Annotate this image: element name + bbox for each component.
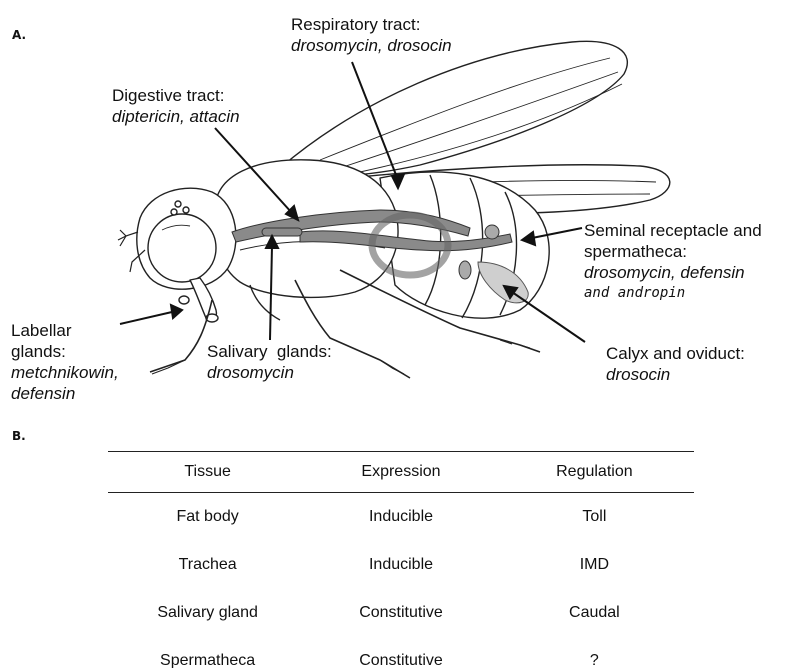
table-row: Trachea Inducible IMD: [108, 541, 694, 589]
cell-tissue: Trachea: [108, 541, 307, 589]
seminal-receptacle-extra-genes: and andropin: [584, 283, 762, 304]
annotation-calyx-oviduct: Calyx and oviduct: drosocin: [606, 343, 745, 385]
annotation-seminal-receptacle: Seminal receptacle and spermatheca: dros…: [584, 220, 762, 304]
calyx-oviduct-genes: drosocin: [606, 364, 745, 385]
cell-tissue: Fat body: [108, 493, 307, 542]
spermatheca-label: spermatheca:: [584, 241, 762, 262]
respiratory-tract-label: Respiratory tract:: [291, 14, 452, 35]
labellar-glands-genes-2: defensin: [11, 383, 119, 404]
labellar-glands-label: Labellar: [11, 320, 119, 341]
labellar-glands-label-2: glands:: [11, 341, 119, 362]
seminal-receptacle-genes: drosomycin, defensin: [584, 262, 762, 283]
upper-wing: [280, 41, 627, 176]
cell-regulation: Toll: [495, 493, 694, 542]
header-regulation: Regulation: [495, 452, 694, 493]
compound-eye: [148, 214, 216, 282]
cell-expression: Inducible: [307, 493, 495, 542]
header-expression: Expression: [307, 452, 495, 493]
table-header-row: Tissue Expression Regulation: [108, 452, 694, 493]
cell-regulation: Caudal: [495, 589, 694, 637]
table-row: Fat body Inducible Toll: [108, 493, 694, 542]
cell-tissue: Spermatheca: [108, 637, 307, 668]
calyx-oviduct-label: Calyx and oviduct:: [606, 343, 745, 364]
annotation-respiratory-tract: Respiratory tract: drosomycin, drosocin: [291, 14, 452, 56]
digestive-tract-label: Digestive tract:: [112, 85, 240, 106]
cell-expression: Inducible: [307, 541, 495, 589]
salivary-glands-label: Salivary glands:: [207, 341, 332, 362]
labellar-glands-genes: metchnikowin,: [11, 362, 119, 383]
annotation-labellar-glands: Labellar glands: metchnikowin, defensin: [11, 320, 119, 404]
table-row: Spermatheca Constitutive ?: [108, 637, 694, 668]
digestive-tract-genes: diptericin, attacin: [112, 106, 240, 127]
respiratory-tract-genes: drosomycin, drosocin: [291, 35, 452, 56]
cell-regulation: IMD: [495, 541, 694, 589]
cell-expression: Constitutive: [307, 637, 495, 668]
panel-b-label: B.: [12, 429, 26, 443]
seminal-receptacle-label: Seminal receptacle and: [584, 220, 762, 241]
annotation-digestive-tract: Digestive tract: diptericin, attacin: [112, 85, 240, 127]
annotation-salivary-glands: Salivary glands: drosomycin: [207, 341, 332, 383]
salivary-glands-genes: drosomycin: [207, 362, 332, 383]
salivary-gland: [262, 228, 302, 236]
cell-tissue: Salivary gland: [108, 589, 307, 637]
cell-regulation: ?: [495, 637, 694, 668]
table-row: Salivary gland Constitutive Caudal: [108, 589, 694, 637]
header-tissue: Tissue: [108, 452, 307, 493]
cell-expression: Constitutive: [307, 589, 495, 637]
tissue-expression-table: Tissue Expression Regulation Fat body In…: [108, 451, 694, 668]
